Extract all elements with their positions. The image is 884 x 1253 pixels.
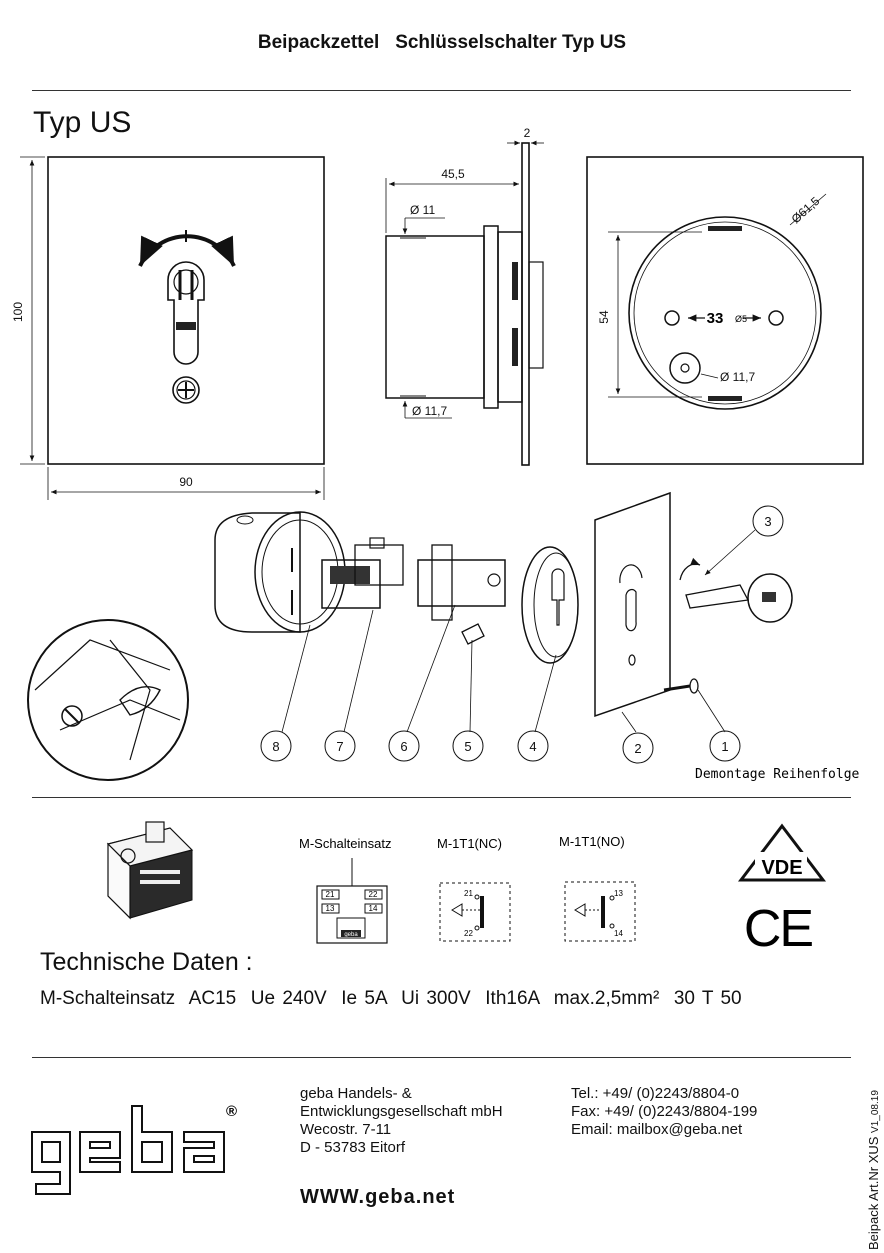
technical-specs: M-Schalteinsatz AC15 Ue 240V Ie 5A Ui 30…: [40, 988, 742, 1009]
dim-dia-61-5: Ø61,5: [789, 194, 823, 226]
callout-1: 1: [721, 739, 728, 754]
terminal-14: 14: [369, 904, 378, 913]
nc-terminal-21: 21: [464, 889, 473, 898]
header-title-right: Schlüsselschalter Typ US: [395, 32, 627, 53]
side-view: [385, 140, 544, 466]
company-email[interactable]: Email: mailbox@geba.net: [571, 1121, 743, 1138]
label-nc: M-1T1(NC): [437, 836, 502, 851]
company-fax: Fax: +49/ (0)2243/8804-199: [571, 1103, 758, 1120]
ce-mark: CE: [744, 900, 813, 950]
dim-height-54: 54: [597, 310, 611, 324]
document-header: Beipackzettel Schlüsselschalter Typ US: [0, 32, 884, 54]
side-article-label: Beipack Art.Nr XUS V1_08.19: [866, 1090, 881, 1250]
front-view: [20, 156, 325, 500]
insert-brand-small: geba: [344, 932, 358, 938]
callout-4: 4: [529, 739, 536, 754]
dim-dia-11-7-rear: Ø 11,7: [720, 370, 755, 384]
callout-5: 5: [464, 739, 471, 754]
company-name-line1: geba Handels- &: [300, 1085, 412, 1102]
callout-2: 2: [634, 741, 641, 756]
dim-plate-2: 2: [524, 126, 531, 140]
insert-module-image: [106, 821, 194, 920]
company-name-line2: Entwicklungsgesellschaft mbH: [300, 1103, 503, 1120]
exploded-view: [27, 491, 793, 781]
logo-text: geba: [28, 1098, 31, 1099]
rear-view: [586, 156, 864, 465]
terminal-21: 21: [326, 890, 335, 899]
header-title-left: Beipackzettel: [257, 32, 380, 53]
technical-drawing: 100 90 45,5 2 Ø 11 Ø 11,7: [11, 126, 864, 782]
company-city: D - 53783 Eitorf: [300, 1139, 406, 1156]
label-no: M-1T1(NO): [559, 834, 625, 849]
dim-width-90: 90: [179, 475, 193, 489]
technical-title: Technische Daten :: [40, 948, 253, 976]
dim-hole-dia-5: Ø5: [735, 314, 747, 324]
dim-depth-45-5: 45,5: [441, 167, 465, 181]
vde-mark: [737, 823, 827, 882]
nc-terminal-22: 22: [464, 929, 473, 938]
callout-7: 7: [336, 739, 343, 754]
callout-8: 8: [272, 739, 279, 754]
mid-rule: [32, 797, 851, 798]
no-terminal-14: 14: [614, 929, 623, 938]
terminal-13: 13: [326, 904, 335, 913]
dim-hole-spacing-33: 33: [707, 310, 724, 327]
insert-diagrams: M-Schalteinsatz 21 22 13 14 geba M-1T1(N…: [106, 821, 827, 950]
side-article-text: Beipack Art.Nr XUS: [866, 1136, 881, 1250]
dim-height-100: 100: [11, 302, 25, 322]
m-schalteinsatz-diagram: [316, 858, 388, 944]
company-street: Wecostr. 7-11: [300, 1121, 392, 1138]
company-tel: Tel.: +49/ (0)2243/8804-0: [571, 1085, 740, 1102]
callout-6: 6: [400, 739, 407, 754]
nc-contact-diagram: [439, 882, 511, 942]
company-address: geba Handels- & Entwicklungsgesellschaft…: [300, 1085, 503, 1157]
company-contact: Tel.: +49/ (0)2243/8804-0 Fax: +49/ (0)2…: [571, 1085, 757, 1139]
disassembly-note: Demontage Reihenfolge: [695, 767, 860, 782]
header-rule: [32, 90, 851, 91]
terminal-22: 22: [369, 890, 378, 899]
no-contact-diagram: [564, 881, 636, 942]
dim-dia-11-7-side: Ø 11,7: [412, 404, 447, 418]
section-title: Typ US: [33, 106, 132, 139]
callout-3: 3: [764, 514, 771, 529]
company-website-link[interactable]: WWW.geba.net: [300, 1186, 456, 1208]
no-terminal-13: 13: [614, 889, 623, 898]
logo-registered-mark: ®: [226, 1103, 237, 1120]
vde-text: VDE: [761, 857, 802, 879]
dim-dia-11: Ø 11: [410, 203, 435, 217]
geba-logo: ® geba: [28, 1098, 237, 1195]
label-m-schalteinsatz: M-Schalteinsatz: [299, 836, 391, 851]
footer-rule: [32, 1057, 851, 1058]
side-article-version: V1_08.19: [870, 1090, 881, 1133]
